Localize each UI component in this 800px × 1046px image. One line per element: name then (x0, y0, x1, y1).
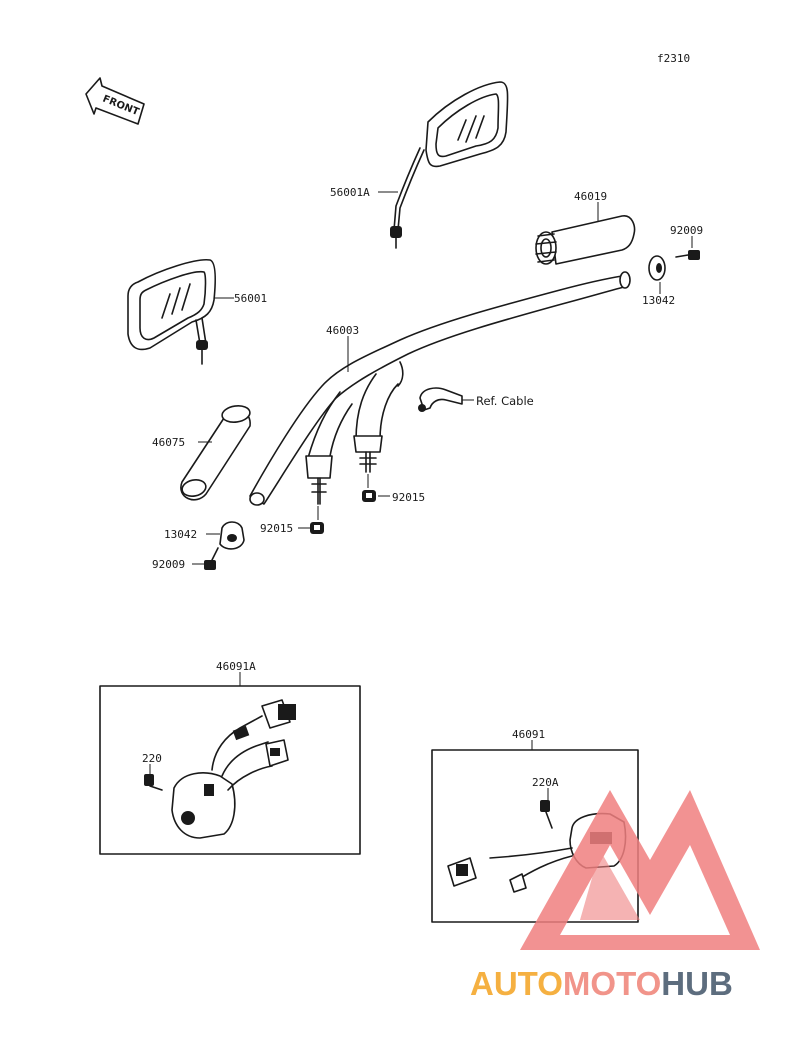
switch-right-frame (431, 749, 639, 923)
mirror-right (390, 81, 509, 249)
switch-left-screw (144, 774, 163, 791)
bolt-right (675, 250, 700, 260)
handlebar (249, 271, 631, 506)
watermark-logo-icon (520, 790, 760, 950)
front-arrow-icon: FRONT (85, 77, 145, 125)
nut-right (362, 490, 376, 502)
label-switch-left-screw: 220 (142, 752, 162, 765)
label-switch-left-assy: 46091A (216, 660, 256, 673)
label-switch-right-assy: 46091 (512, 728, 545, 741)
switch-left (171, 699, 296, 839)
label-bolt-right: 92009 (670, 224, 703, 237)
watermark-text: AUTOMOTOHUB (470, 965, 733, 1002)
grip-right (535, 215, 636, 265)
label-grip-left: 46075 (152, 436, 185, 449)
weight-left (219, 521, 245, 550)
label-grip-right: 46019 (574, 190, 607, 203)
figure-code: f2310 (657, 52, 690, 65)
label-weight-left: 13042 (164, 528, 197, 541)
label-mirror-right: 56001A (330, 186, 370, 199)
mirror-left (127, 259, 216, 365)
watermark-auto: AUTO (470, 965, 563, 1002)
grip-left (180, 405, 251, 501)
nut-left (310, 522, 324, 534)
label-switch-right-screw: 220A (532, 776, 559, 789)
weight-right (648, 255, 666, 281)
bolt-left (204, 547, 219, 570)
label-cable-clamp: Ref. Cable (476, 394, 534, 408)
label-weight-right: 13042 (642, 294, 675, 307)
watermark-moto: MOTO (563, 965, 661, 1002)
switch-left-frame (99, 685, 361, 855)
label-bolt-left: 92009 (152, 558, 185, 571)
cable-clamp (418, 387, 463, 412)
label-mirror-left: 56001 (234, 292, 267, 305)
label-nut-left: 92015 (260, 522, 293, 535)
label-handlebar: 46003 (326, 324, 359, 337)
watermark-hub: HUB (661, 965, 733, 1002)
label-nut-right: 92015 (392, 491, 425, 504)
switch-right-screw (540, 800, 553, 829)
